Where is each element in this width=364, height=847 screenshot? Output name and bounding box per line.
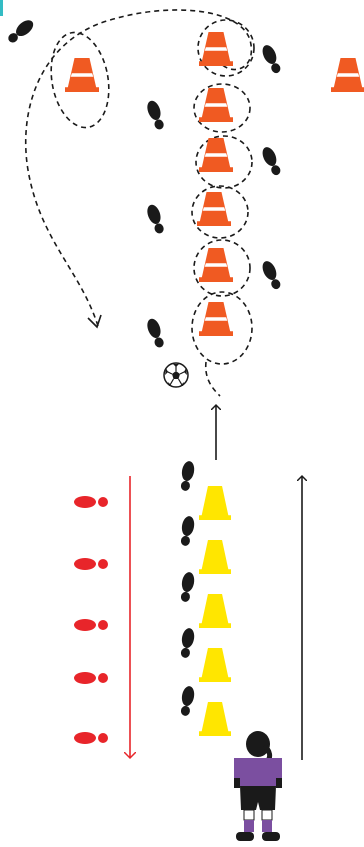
- yellow-cones: [199, 486, 231, 736]
- red-footprints: [74, 496, 108, 744]
- orange-cone: [199, 88, 233, 122]
- red-footprint-icon: [74, 672, 108, 684]
- orange-cone: [199, 248, 233, 282]
- red-footprint-icon: [74, 619, 108, 631]
- black-footprint-icon: [262, 261, 281, 290]
- orange-cone: [199, 32, 233, 66]
- red-footprint-icon: [74, 732, 108, 744]
- orange-cone: [199, 138, 233, 172]
- black-footprint-icon: [8, 20, 34, 43]
- red-footprint-icon: [74, 496, 108, 508]
- black-footprint-icon: [180, 516, 195, 546]
- yellow-cone: [199, 648, 231, 682]
- dashed-loop-isolated-cone: [50, 31, 110, 129]
- yellow-cone: [199, 540, 231, 574]
- yellow-cone: [199, 594, 231, 628]
- player-figure: [234, 731, 282, 841]
- orange-cone: [199, 302, 233, 336]
- orange-cone: [331, 58, 364, 92]
- black-footprint-icon: [262, 147, 281, 176]
- weave-loops: [191, 19, 255, 397]
- orange-cones: [65, 32, 364, 336]
- black-footprint-icon: [147, 318, 164, 348]
- yellow-cone: [199, 702, 231, 736]
- black-footprint-icon: [262, 45, 281, 74]
- black-footprint-icon: [147, 204, 164, 234]
- edge-accent-bar: [0, 0, 3, 16]
- orange-cone: [197, 192, 231, 226]
- soccer-ball: [163, 362, 189, 388]
- black-footprint-icon: [180, 628, 195, 658]
- yellow-cone: [199, 486, 231, 520]
- dashed-run-arrowhead: [87, 314, 102, 329]
- orange-cone: [65, 58, 99, 92]
- black-footprints: [8, 20, 281, 716]
- red-footprint-icon: [74, 558, 108, 570]
- black-footprint-icon: [180, 686, 195, 716]
- black-footprint-icon: [147, 100, 164, 130]
- black-footprint-icon: [180, 572, 195, 602]
- black-footprint-icon: [180, 461, 195, 491]
